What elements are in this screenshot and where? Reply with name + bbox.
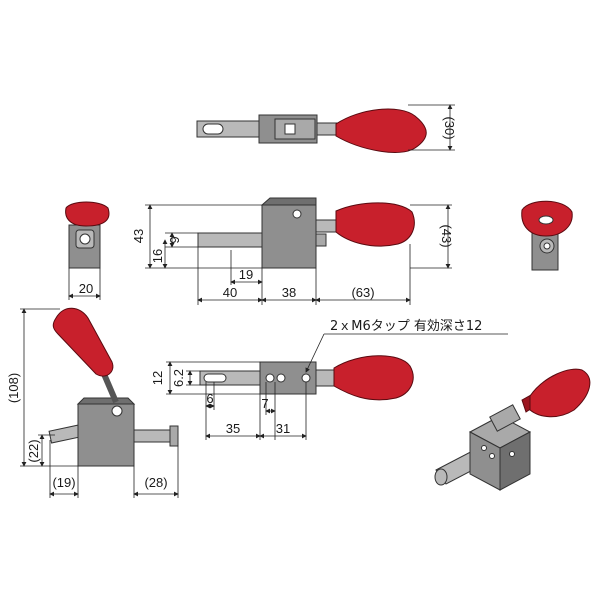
dim-side-9: 9 xyxy=(167,236,182,243)
dim-side-38: 38 xyxy=(282,285,296,300)
tap-hole-note: 2ｘM6タップ 有効深さ12 xyxy=(330,319,482,334)
dim-top-height: (30) xyxy=(442,116,457,139)
dim-side-19: 19 xyxy=(239,267,253,282)
dim-left-width: 20 xyxy=(79,281,93,296)
dim-open-19: (19) xyxy=(52,475,75,490)
bottom-view: 2ｘM6タップ 有効深さ12 12 6.2 6 7 35 31 xyxy=(150,319,508,440)
dim-side-63: (63) xyxy=(351,285,374,300)
right-end-view xyxy=(521,200,573,271)
left-end-view: 20 xyxy=(65,201,110,300)
dim-side-40: 40 xyxy=(223,285,237,300)
dim-open-108: (108) xyxy=(6,373,21,403)
dim-open-22: (22) xyxy=(26,439,41,462)
dim-bottom-6: 6 xyxy=(206,391,213,406)
dim-bottom-31: 31 xyxy=(276,421,290,436)
dim-bottom-7: 7 xyxy=(261,396,268,411)
open-side-view: (108) (22) (19) (28) xyxy=(6,307,179,498)
dim-side-43-right: (43) xyxy=(439,224,454,247)
top-view: (30) xyxy=(196,104,457,153)
dim-bottom-35: 35 xyxy=(226,421,240,436)
dim-side-43: 43 xyxy=(131,229,146,243)
dim-bottom-12: 12 xyxy=(150,371,165,385)
dim-open-28: (28) xyxy=(144,475,167,490)
dim-side-16: 16 xyxy=(150,249,165,263)
dim-bottom-62: 6.2 xyxy=(171,369,186,387)
isometric-view xyxy=(434,368,591,491)
side-view: 43 9 16 (43) 19 40 38 (63) xyxy=(131,197,454,305)
